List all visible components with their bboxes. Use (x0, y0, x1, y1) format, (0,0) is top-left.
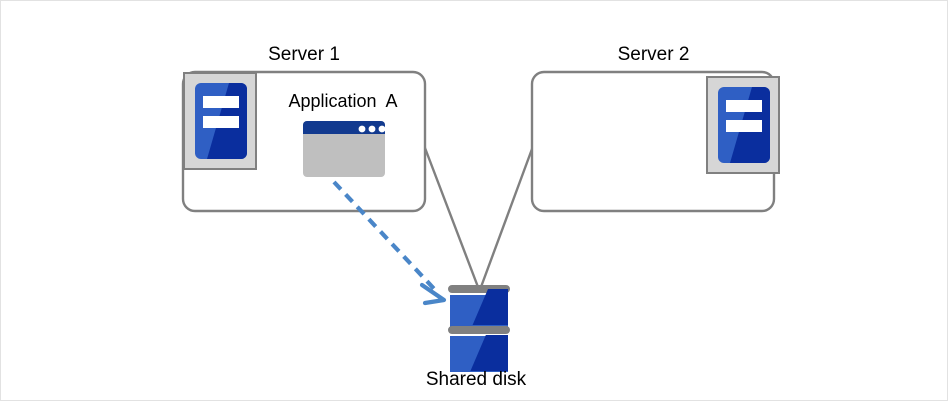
application-window-icon (303, 121, 386, 177)
connector-server2-to-disk (479, 147, 534, 289)
server-2-title: Server 2 (617, 44, 690, 65)
shared-disk-icon (448, 285, 510, 372)
server-icon-1 (183, 72, 257, 170)
server-1-title: Server 1 (268, 44, 340, 65)
dashed-access-arrow (332, 180, 447, 306)
server-icon-2 (706, 76, 780, 174)
shared-disk-label: Shared disk (425, 369, 527, 390)
connector-server1-to-disk (423, 146, 480, 289)
application-a-label: Application A (288, 91, 398, 111)
